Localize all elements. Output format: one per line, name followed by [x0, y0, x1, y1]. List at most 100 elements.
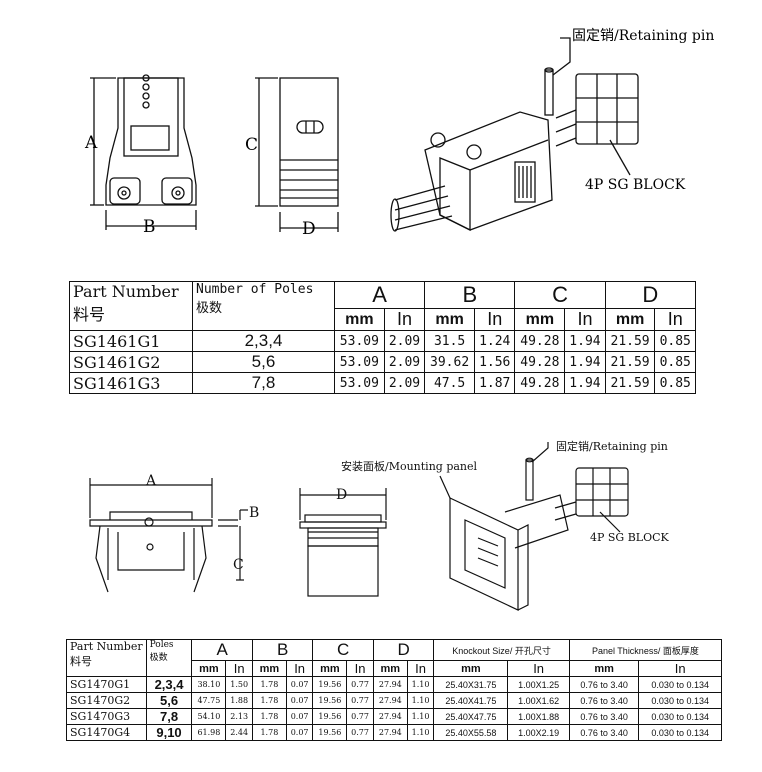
cell-thickness-mm: 0.76 to 3.40 [568, 676, 640, 693]
cell-dimension: 54.10 [191, 708, 227, 725]
cell-dimension: 2.09 [383, 372, 426, 394]
table-sg1470: Part Number 料号 Poles 极数 A B C D Knockout… [66, 639, 723, 741]
isometric-view-2 [439, 442, 629, 611]
unit-mm-2: mm [251, 660, 287, 677]
cell-dimension: 2.09 [383, 330, 426, 352]
cell-dimension: 27.94 [372, 676, 408, 693]
callout-sg-block-2: 4P SG BLOCK [590, 531, 669, 544]
cell-dimension: 2.13 [225, 708, 253, 725]
dim-label-a-1: A [84, 133, 98, 153]
cell-dimension: 47.75 [191, 692, 227, 709]
cell-dimension: 21.59 [604, 330, 656, 352]
header-poles: Number of Poles 极数 [192, 281, 335, 331]
part-number-en-2: Part Number [70, 640, 143, 653]
isometric-view-1 [390, 37, 639, 232]
cell-dimension: 0.85 [654, 330, 696, 352]
unit-mm-2: mm [433, 660, 509, 677]
cell-dimension: 0.07 [285, 724, 314, 741]
cell-dimension: 0.77 [346, 708, 374, 725]
cell-dimension: 38.10 [191, 676, 227, 693]
header-poles-2: Poles 极数 [145, 639, 193, 677]
header-a-2: A [191, 639, 253, 661]
unit-mm: mm [514, 308, 566, 331]
drawing-2 [89, 442, 629, 611]
cell-dimension: 27.94 [372, 724, 408, 741]
header-b: B [424, 281, 516, 309]
header-d: D [604, 281, 697, 309]
cell-part-number: SG1461G1 [69, 330, 193, 352]
callout-retaining-pin-2: 固定销/Retaining pin [556, 440, 668, 453]
header-part-number: Part Number 料号 [69, 281, 193, 331]
cell-dimension: 39.62 [424, 351, 475, 373]
cell-poles: 2,3,4 [145, 676, 193, 693]
cell-dimension: 21.59 [604, 351, 656, 373]
cell-thickness-in: 0.030 to 0.134 [638, 724, 722, 741]
cell-knockout-mm: 25.40X55.58 [433, 724, 509, 741]
cell-poles: 7,8 [192, 372, 335, 394]
poles-cn-2: 极数 [149, 653, 168, 663]
cell-dimension: 1.78 [251, 676, 287, 693]
header-a: A [333, 281, 426, 309]
unit-in-2: In [285, 660, 314, 677]
cell-dimension: 27.94 [372, 692, 408, 709]
side-view-1 [255, 77, 339, 232]
unit-in-2: In [346, 660, 374, 677]
unit-mm-2: mm [312, 660, 348, 677]
cell-thickness-mm: 0.76 to 3.40 [568, 692, 640, 709]
cell-dimension: 31.5 [424, 330, 475, 352]
poles-en: Number of Poles [196, 282, 314, 297]
cell-dimension: 61.98 [191, 724, 227, 741]
cell-dimension: 53.09 [334, 351, 385, 373]
poles-cn: 极数 [196, 301, 223, 316]
cell-part-number: SG1470G4 [66, 724, 147, 741]
cell-thickness-mm: 0.76 to 3.40 [568, 724, 640, 741]
cell-dimension: 0.85 [654, 351, 696, 373]
cell-dimension: 1.87 [473, 372, 516, 394]
cell-knockout-in: 1.00X1.62 [507, 692, 570, 709]
cell-knockout-in: 1.00X1.25 [507, 676, 570, 693]
unit-in-2: In [225, 660, 253, 677]
unit-mm-2: mm [372, 660, 408, 677]
cell-dimension: 19.56 [312, 676, 348, 693]
unit-in-2: In [507, 660, 570, 677]
cell-dimension: 49.28 [514, 330, 566, 352]
unit-in: In [383, 308, 426, 331]
table-sg1461: Part Number 料号 Number of Poles 极数 A B C … [69, 281, 697, 394]
cell-poles: 2,3,4 [192, 330, 335, 352]
dim-label-d-1: D [302, 219, 316, 239]
cell-dimension: 1.10 [406, 676, 435, 693]
cell-dimension: 1.10 [406, 708, 435, 725]
front-view-2 [89, 478, 248, 593]
cell-dimension: 49.28 [514, 351, 566, 373]
cell-dimension: 53.09 [334, 330, 385, 352]
header-part-number-2: Part Number 料号 [66, 639, 147, 677]
cell-dimension: 19.56 [312, 692, 348, 709]
unit-in-2: In [406, 660, 435, 677]
cell-dimension: 47.5 [424, 372, 475, 394]
cell-dimension: 1.94 [564, 372, 606, 394]
header-knockout: Knockout Size/ 开孔尺寸 [433, 639, 570, 661]
cell-knockout-in: 1.00X2.19 [507, 724, 570, 741]
cell-dimension: 1.78 [251, 692, 287, 709]
unit-mm: mm [334, 308, 385, 331]
poles-en-2: Poles [149, 640, 174, 650]
cell-thickness-in: 0.030 to 0.134 [638, 692, 722, 709]
cell-dimension: 1.24 [473, 330, 516, 352]
header-c-2: C [312, 639, 374, 661]
cell-part-number: SG1461G2 [69, 351, 193, 373]
unit-in-2: In [638, 660, 722, 677]
cell-dimension: 0.85 [654, 372, 696, 394]
drawing-1: 固定销/Retaining pin 4P SG BLOCK A B C D [84, 28, 714, 239]
unit-mm-2: mm [191, 660, 227, 677]
cell-dimension: 0.07 [285, 692, 314, 709]
unit-mm: mm [424, 308, 475, 331]
cell-dimension: 19.56 [312, 724, 348, 741]
cell-dimension: 53.09 [334, 372, 385, 394]
cell-dimension: 0.77 [346, 724, 374, 741]
